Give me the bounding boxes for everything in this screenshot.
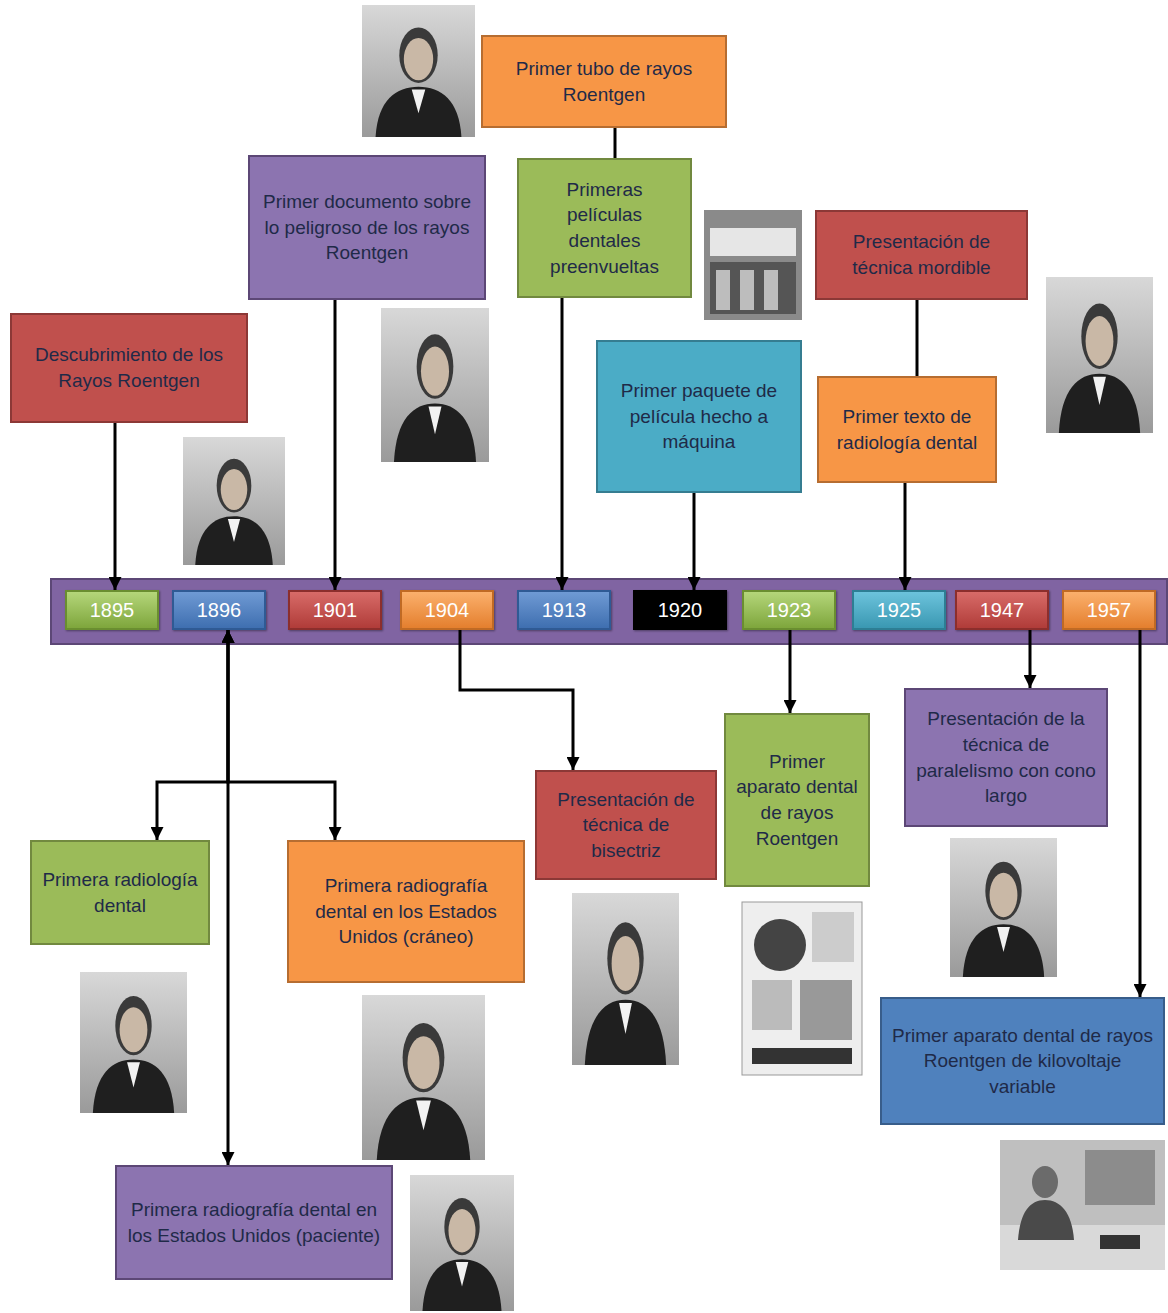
event-text: Primer texto de radiología dental: [829, 404, 985, 455]
event-text: Primer tubo de rayos Roentgen: [493, 56, 715, 107]
connector-arrow: [561, 298, 564, 590]
year-label: 1947: [980, 597, 1025, 624]
year-label: 1904: [425, 597, 470, 624]
connector-arrow: [1029, 630, 1032, 688]
year-label: 1923: [767, 597, 812, 624]
connector-arrow: [228, 630, 335, 840]
year-label: 1901: [313, 597, 358, 624]
year-label: 1895: [90, 597, 135, 624]
portrait-photo: [362, 5, 475, 137]
year-label: 1913: [542, 597, 587, 624]
portrait-photo: [572, 893, 679, 1065]
event-text: Primer paquete de película hecho a máqui…: [608, 378, 790, 455]
year-box: 1895: [65, 590, 159, 630]
event-text: Presentación de técnica mordible: [827, 229, 1016, 280]
event-box: Primera radiografía dental en los Estado…: [115, 1165, 393, 1280]
connector-line: [916, 300, 919, 376]
year-label: 1957: [1087, 597, 1132, 624]
year-label: 1920: [658, 597, 703, 624]
event-box: Primeras películas dentales preenvueltas: [517, 158, 692, 298]
event-text: Presentación de la técnica de paralelism…: [916, 706, 1096, 809]
connector-arrow: [904, 483, 907, 590]
event-text: Presentación de técnica de bisectriz: [547, 787, 705, 864]
event-text: Descubrimiento de los Rayos Roentgen: [22, 342, 236, 393]
event-text: Primera radiografía dental en los Estado…: [299, 873, 513, 950]
year-box: 1901: [288, 590, 382, 630]
year-box: 1923: [742, 590, 836, 630]
portrait-photo: [410, 1175, 514, 1311]
portrait-photo: [362, 995, 485, 1160]
connector-arrow: [693, 493, 696, 590]
year-label: 1925: [877, 597, 922, 624]
year-box: 1920: [633, 590, 727, 630]
event-box: Primera radiología dental: [30, 840, 210, 945]
event-box: Descubrimiento de los Rayos Roentgen: [10, 313, 248, 423]
connector-arrow: [114, 423, 117, 590]
event-box: Primer aparato dental de rayos Roentgen: [724, 713, 870, 887]
connector-arrow: [157, 630, 228, 840]
event-box: Presentación de técnica mordible: [815, 210, 1028, 300]
year-box: 1925: [852, 590, 946, 630]
connector-arrow: [334, 300, 337, 590]
connector-line: [614, 128, 617, 158]
portrait-photo: [80, 972, 187, 1113]
year-box: 1896: [172, 590, 266, 630]
connector-arrow: [460, 630, 573, 770]
event-box: Primer paquete de película hecho a máqui…: [596, 340, 802, 493]
portrait-photo: [1046, 277, 1153, 433]
building-photo: [704, 210, 802, 320]
event-text: Primer aparato dental de rayos Roentgen: [736, 749, 858, 852]
year-box: 1957: [1062, 590, 1156, 630]
event-text: Primer documento sobre lo peligroso de l…: [260, 189, 474, 266]
year-box: 1947: [955, 590, 1049, 630]
office-photo: [1000, 1140, 1165, 1270]
connector-arrow: [1139, 630, 1142, 997]
connector-arrow: [789, 630, 792, 713]
event-box: Presentación de la técnica de paralelism…: [904, 688, 1108, 827]
event-box: Primer tubo de rayos Roentgen: [481, 35, 727, 128]
event-text: Primeras películas dentales preenvueltas: [529, 177, 680, 280]
portrait-photo: [183, 437, 285, 565]
portrait-photo: [381, 308, 489, 462]
year-label: 1896: [197, 597, 242, 624]
event-box: Primer aparato dental de rayos Roentgen …: [880, 997, 1165, 1125]
year-box: 1904: [400, 590, 494, 630]
event-box: Primer documento sobre lo peligroso de l…: [248, 155, 486, 300]
event-box: Presentación de técnica de bisectriz: [535, 770, 717, 880]
connector-arrow: [227, 630, 230, 1165]
advertisement-photo: [742, 902, 862, 1075]
event-box: Primer texto de radiología dental: [817, 376, 997, 483]
portrait-photo: [950, 838, 1057, 977]
event-text: Primer aparato dental de rayos Roentgen …: [892, 1023, 1153, 1100]
timeline-bar: [50, 578, 1168, 645]
event-text: Primera radiografía dental en los Estado…: [127, 1197, 381, 1248]
event-text: Primera radiología dental: [42, 867, 198, 918]
event-box: Primera radiografía dental en los Estado…: [287, 840, 525, 983]
year-box: 1913: [517, 590, 611, 630]
